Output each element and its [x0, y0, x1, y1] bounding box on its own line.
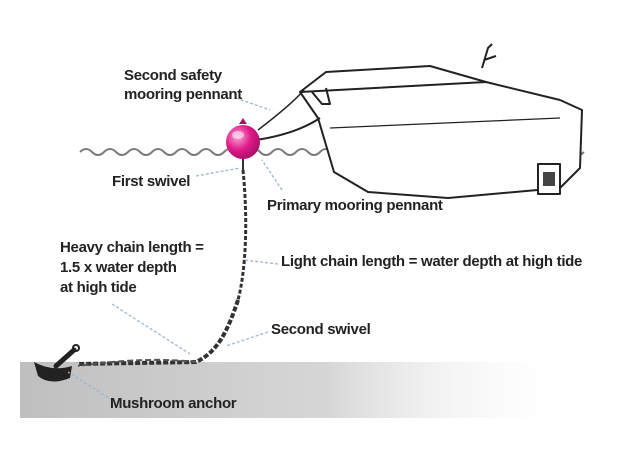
- leader-mushroom-anchor: [67, 371, 113, 401]
- label-mushroom-anchor: Mushroom anchor: [110, 395, 237, 412]
- label-second-safety-pennant-1: Second safety: [124, 67, 223, 84]
- leader-first-swivel: [195, 167, 241, 177]
- leader-primary-pennant: [261, 159, 283, 191]
- label-primary-pennant: Primary mooring pennant: [267, 197, 443, 214]
- seabed: [20, 362, 580, 418]
- leader-heavy-chain: [111, 303, 191, 355]
- label-first-swivel: First swivel: [112, 173, 190, 190]
- boat-hull-icon: [299, 43, 583, 199]
- mushroom-anchor-icon: [34, 344, 80, 382]
- label-second-safety-pennant-2: mooring pennant: [124, 86, 242, 103]
- leader-lines: [67, 97, 283, 401]
- label-light-chain: Light chain length = water depth at high…: [281, 253, 582, 270]
- leader-safety-pennant: [235, 97, 271, 111]
- light-chain: [236, 169, 248, 301]
- label-heavy-chain-3: at high tide: [60, 279, 136, 296]
- label-heavy-chain-2: 1.5 x water depth: [60, 259, 177, 276]
- chain-slack: [77, 358, 197, 367]
- primary-pennant-line: [255, 117, 321, 141]
- leader-second-swivel: [225, 331, 269, 347]
- label-heavy-chain-1: Heavy chain length =: [60, 239, 204, 256]
- mooring-buoy-icon: [226, 118, 260, 170]
- heavy-chain: [77, 299, 240, 366]
- safety-pennant-line: [257, 89, 305, 131]
- label-second-swivel: Second swivel: [271, 321, 371, 338]
- leader-light-chain: [243, 259, 279, 265]
